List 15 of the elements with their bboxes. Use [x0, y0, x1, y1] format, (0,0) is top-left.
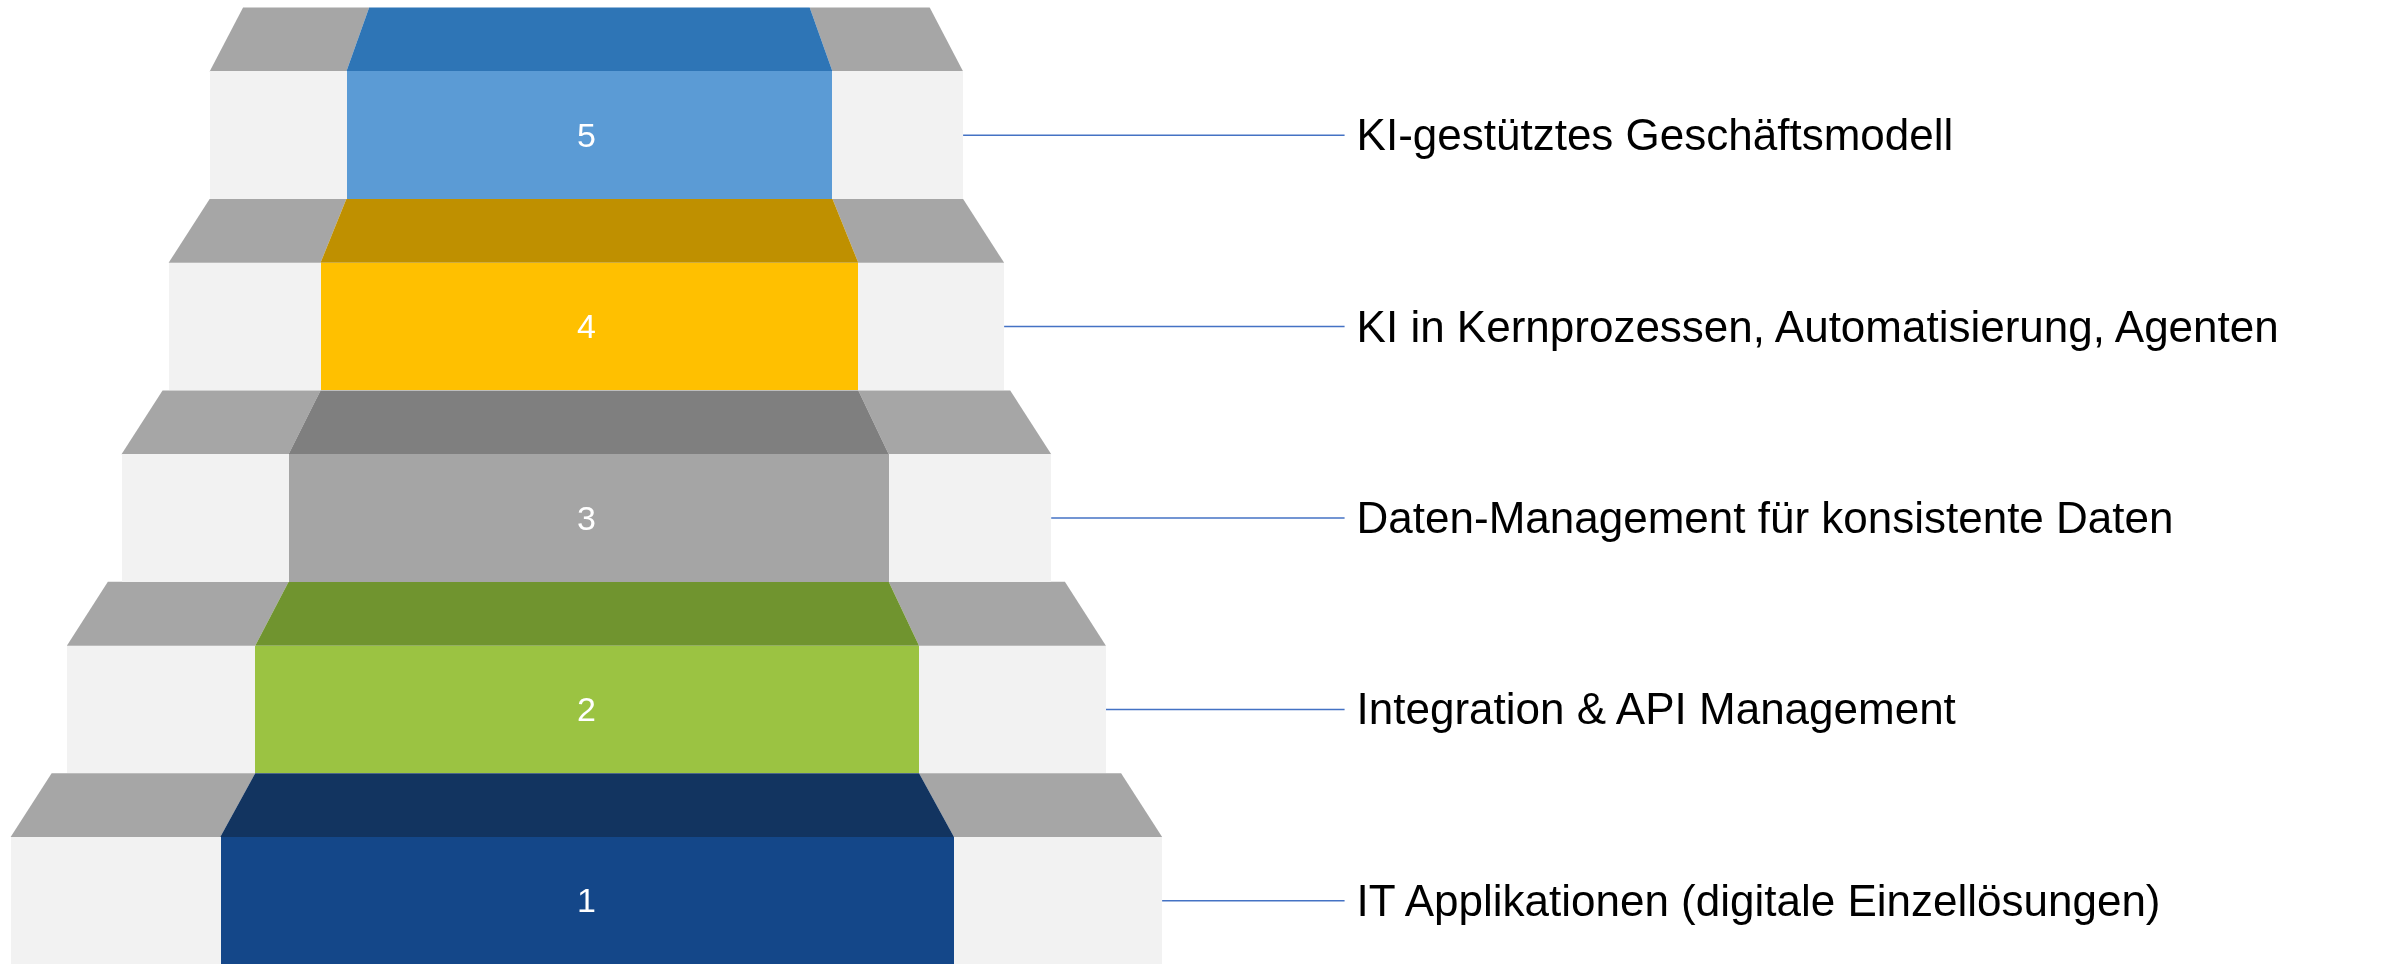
leader-line [1050, 517, 1346, 519]
stair-step: 5 [209, 71, 964, 199]
step-description: Daten-Management für konsistente Daten [1356, 454, 2174, 582]
stair-step: 2 [66, 645, 1106, 774]
leader-line [1105, 708, 1346, 711]
stair-step: 3 [121, 454, 1052, 582]
step-description: KI-gestütztes Geschäftsmodell [1356, 71, 1954, 199]
stair-step: 4 [168, 262, 1005, 391]
leader-line [962, 134, 1346, 136]
step-description: Integration & API Management [1356, 645, 1956, 774]
step-description: IT Applikationen (digitale Einzellösungen) [1356, 837, 2161, 964]
step-description: KI in Kernprozessen, Automatisierung, Agenten [1356, 262, 2279, 391]
stair-step: 1 [10, 837, 1163, 964]
leader-line [1161, 900, 1346, 902]
leader-line [1003, 325, 1346, 328]
